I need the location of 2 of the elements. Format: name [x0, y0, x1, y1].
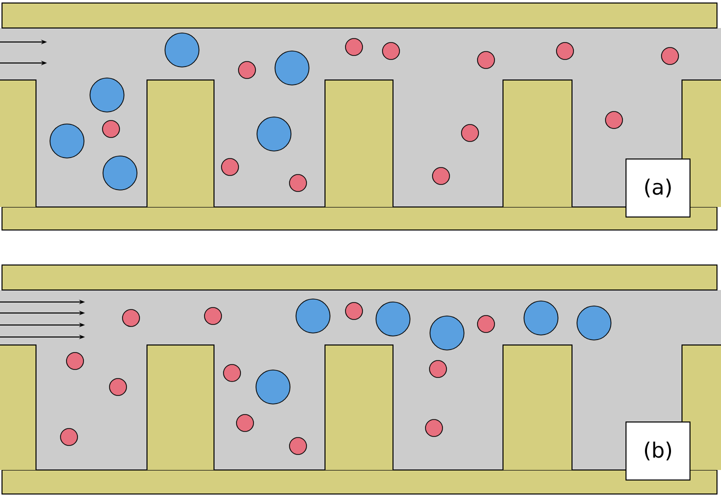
panel-label: (a) — [626, 158, 690, 218]
panel-label: (b) — [626, 422, 690, 480]
